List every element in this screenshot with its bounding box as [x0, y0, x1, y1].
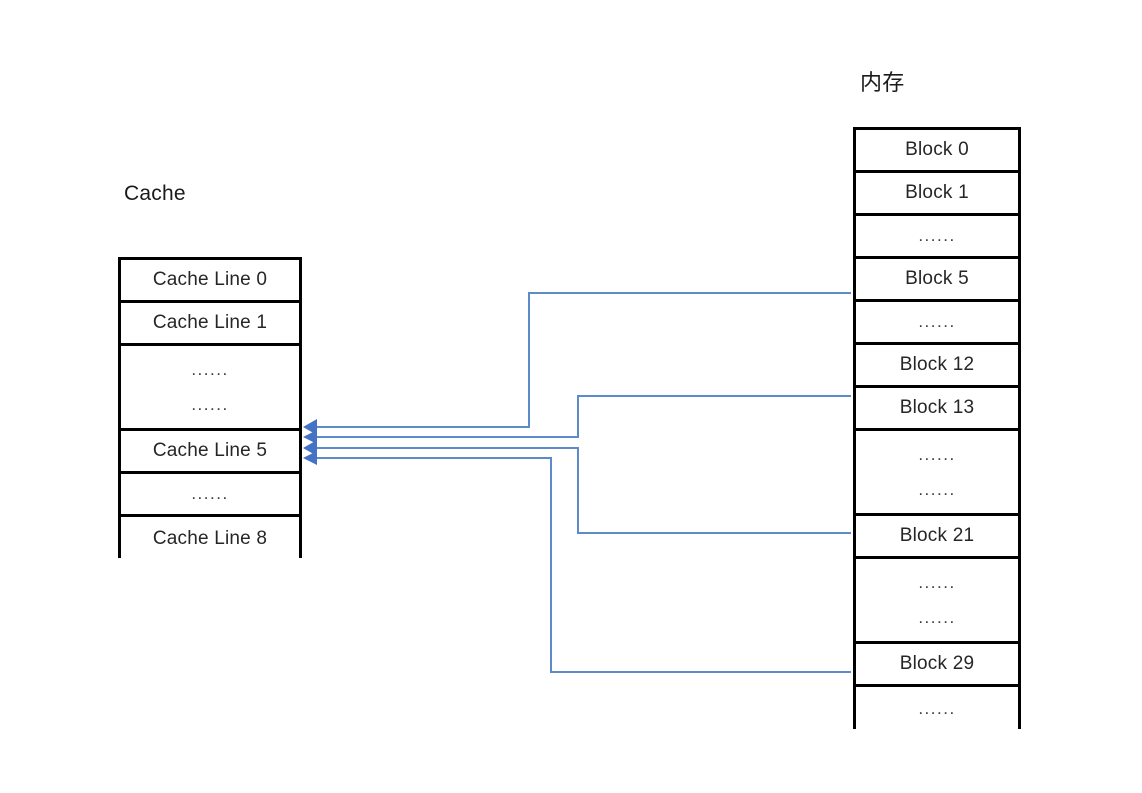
- memory-row-block-0[interactable]: Block 0: [856, 130, 1018, 173]
- arrow-head-block13: [303, 430, 317, 444]
- cache-row-label: Cache Line 0: [152, 269, 268, 290]
- cache-row-line-0[interactable]: Cache Line 0: [121, 260, 299, 303]
- memory-row-label: Block 1: [905, 182, 969, 203]
- memory-row-ellipsis-2[interactable]: ......: [856, 302, 1018, 345]
- connector-block13-to-cacheline5: [312, 395, 851, 438]
- memory-row-label: Block 21: [899, 525, 975, 546]
- cache-row-label: Cache Line 1: [152, 312, 268, 333]
- memory-row-block-5[interactable]: Block 5: [856, 259, 1018, 302]
- memory-row-label: ......: [918, 699, 956, 718]
- memory-row-block-1[interactable]: Block 1: [856, 173, 1018, 216]
- cache-row-line-1[interactable]: Cache Line 1: [121, 303, 299, 346]
- memory-row-label: Block 5: [905, 268, 969, 289]
- cache-row-label: Cache Line 5: [152, 440, 268, 461]
- memory-row-label-secondary: ......: [918, 480, 956, 499]
- memory-row-ellipsis-3[interactable]: ...... ......: [856, 431, 1018, 516]
- arrow-head-block5: [303, 419, 317, 435]
- memory-row-ellipsis-5[interactable]: ......: [856, 687, 1018, 731]
- memory-row-ellipsis-1[interactable]: ......: [856, 216, 1018, 259]
- memory-row-label: ......: [918, 573, 956, 592]
- memory-row-label: ......: [918, 226, 956, 245]
- memory-row-ellipsis-4[interactable]: ...... ......: [856, 559, 1018, 644]
- memory-row-block-21[interactable]: Block 21: [856, 516, 1018, 559]
- memory-row-label: Block 12: [899, 354, 975, 375]
- cache-column: Cache Line 0 Cache Line 1 ...... ...... …: [118, 257, 302, 561]
- cache-row-line-8[interactable]: Cache Line 8: [121, 517, 299, 561]
- memory-row-label: Block 0: [905, 139, 969, 160]
- cache-row-label-secondary: ......: [191, 395, 229, 414]
- memory-row-block-13[interactable]: Block 13: [856, 388, 1018, 431]
- cache-row-label: ......: [191, 484, 229, 503]
- connector-block21-to-cacheline5: [312, 447, 851, 534]
- arrow-head-block29: [303, 451, 317, 465]
- memory-row-label-secondary: ......: [918, 608, 956, 627]
- cache-row-label: ......: [191, 360, 229, 379]
- memory-row-label: ......: [918, 312, 956, 331]
- cache-row-ellipsis-upper[interactable]: ...... ......: [121, 346, 299, 431]
- connector-block29-to-cacheline5: [312, 457, 851, 673]
- memory-row-label: Block 29: [899, 653, 975, 674]
- memory-row-block-29[interactable]: Block 29: [856, 644, 1018, 687]
- cache-title: Cache: [124, 182, 186, 205]
- cache-row-line-5[interactable]: Cache Line 5: [121, 431, 299, 474]
- memory-row-block-12[interactable]: Block 12: [856, 345, 1018, 388]
- memory-title: 内存: [860, 70, 905, 95]
- connector-block5-to-cacheline5: [312, 292, 851, 428]
- memory-row-label: Block 13: [899, 397, 975, 418]
- cache-row-label: Cache Line 8: [152, 528, 268, 549]
- arrow-head-block21: [303, 440, 317, 456]
- memory-row-label: ......: [918, 445, 956, 464]
- cache-row-ellipsis-lower[interactable]: ......: [121, 474, 299, 517]
- memory-column: Block 0 Block 1 ...... Block 5 ...... Bl…: [853, 127, 1021, 731]
